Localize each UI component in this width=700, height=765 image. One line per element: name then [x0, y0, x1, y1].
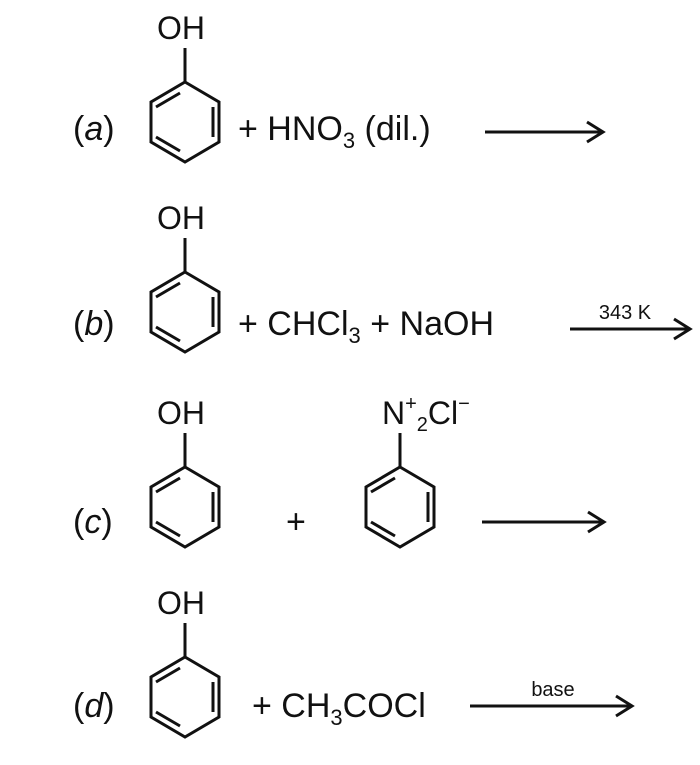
benzene-ring-phenol — [149, 433, 221, 549]
benzene-ring-phenol — [149, 238, 221, 354]
reaction-arrow-d — [470, 694, 635, 718]
benzene-ring-phenol — [149, 48, 221, 164]
benzene-ring-diazonium — [364, 433, 436, 549]
reaction-condition-b: 343 K — [598, 302, 652, 324]
reaction-c: (c) OH + N+2Cl− — [0, 385, 700, 575]
reaction-arrow-a — [485, 120, 606, 144]
hydroxyl-group-label: OH — [157, 200, 205, 236]
reaction-label-c: (c) — [73, 503, 113, 541]
reaction-label-b: (b) — [73, 305, 115, 343]
hydroxyl-group-label: OH — [157, 10, 205, 46]
plus-sign: + — [286, 503, 306, 541]
reaction-b: (b) OH + CHCl3 + NaOH 343 K — [0, 190, 700, 380]
hydroxyl-group-label: OH — [157, 395, 205, 431]
hydroxyl-group-label: OH — [157, 585, 205, 621]
reaction-arrow-c — [482, 510, 607, 534]
benzene-ring-phenol — [149, 623, 221, 739]
reaction-d: (d) OH + CH3COCl base — [0, 575, 700, 765]
reaction-condition-d: base — [531, 679, 575, 701]
reaction-label-d: (d) — [73, 687, 115, 725]
reagent-text-b: + CHCl3 + NaOH — [238, 305, 494, 348]
reaction-a: (a) OH + HNO3 (dil.) — [0, 0, 700, 190]
reagent-text-d: + CH3COCl — [252, 687, 426, 730]
reagent-text-a: + HNO3 (dil.) — [238, 110, 431, 153]
diazonium-group-label: N+2Cl− — [382, 393, 470, 436]
reaction-label-a: (a) — [73, 110, 115, 148]
reaction-arrow-b — [570, 317, 693, 341]
